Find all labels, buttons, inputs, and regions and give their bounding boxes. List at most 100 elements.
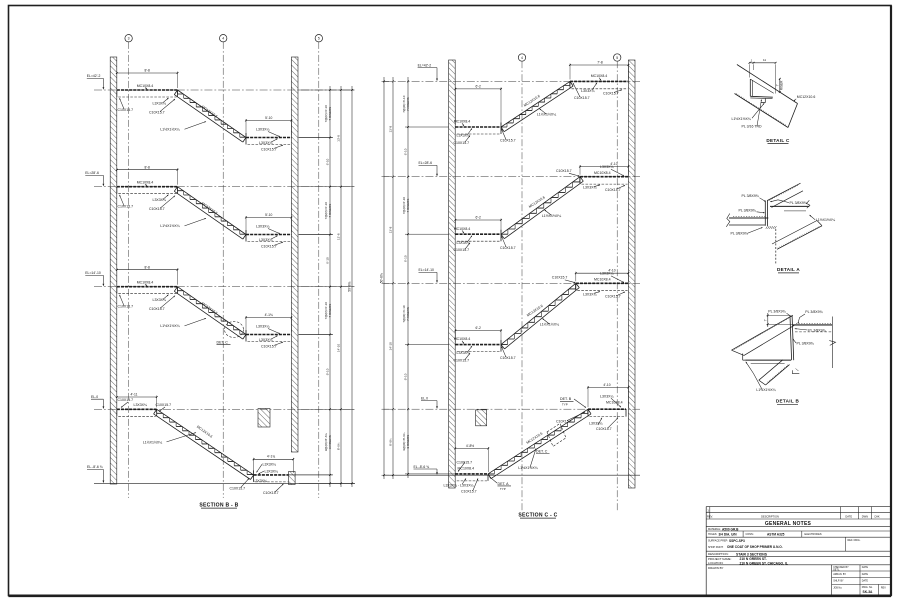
- steel-label: L1½X1½X¼: [160, 224, 179, 228]
- riser-dim-label: 7@(R)=6'-10: [402, 95, 406, 113]
- steel-label: MC10X8.4: [454, 337, 471, 341]
- dim-label: 7'-8: [597, 60, 603, 64]
- steel-label: C10X15.7: [149, 207, 165, 211]
- tb-label: DETL.: [833, 569, 840, 572]
- dim-label: 13'-8: [336, 135, 340, 142]
- detail-title: DETAIL C: [766, 138, 790, 143]
- dim-label: 5'-10: [265, 213, 272, 217]
- grid-bubble-label: 4: [521, 56, 523, 60]
- steel-label: L3X3X¼: [457, 134, 471, 138]
- tb-header: CHK: [874, 514, 880, 518]
- dim-label: 8'-6¾: [336, 442, 340, 450]
- steel-label: C10X15.7: [556, 169, 572, 173]
- dim-label: RISER: [779, 80, 783, 90]
- dim-label: 6'-10: [325, 158, 329, 165]
- dim-label: 9'-10: [325, 368, 329, 375]
- steel-label: PL 3/16 TRD: [742, 125, 763, 129]
- tb-label: DATE: [862, 573, 869, 576]
- elevation-label: EL.-8'-6 ¾: [414, 465, 430, 469]
- steel-label: C10X15.7: [454, 141, 470, 145]
- steel-label: L3X3X¼: [259, 141, 273, 145]
- steel-label: MC12X10.6: [797, 95, 816, 99]
- tb-value: 3/4 DIA. U/N: [719, 532, 738, 536]
- steel-label: L3X3X¼: [581, 89, 595, 93]
- tb-label: HOLES:: [708, 533, 717, 536]
- grid-bubble-label: 5: [318, 37, 320, 41]
- tb-label: DRAWN BY: [708, 566, 724, 570]
- dim-label: 6'-2: [475, 326, 481, 330]
- grid-bubble-label: 3: [128, 37, 130, 41]
- tb-rev-entry: 1: [707, 508, 709, 512]
- steel-label: MC10X8.4: [137, 281, 154, 285]
- dim-label: 13'-8: [388, 125, 392, 132]
- dim-label: 14'-10: [388, 342, 392, 351]
- tb-value: STAIR 3 SECTIONS: [736, 552, 768, 556]
- steel-label: PL 3/8X9¾: [808, 328, 825, 332]
- steel-label: C10X15.7: [552, 276, 568, 280]
- tb-title: GENERAL NOTES: [765, 521, 812, 527]
- title-block: 1 REV. DESCRIPTION DATE DWN CHK GENERAL …: [705, 506, 891, 596]
- steel-label: L3X3X¼: [457, 351, 471, 355]
- steel-label: C10X15.7: [596, 427, 612, 431]
- tb-label: SHLP. BY: [833, 579, 844, 582]
- tb-header: DWN: [862, 514, 868, 518]
- tb-value: 210 N GREEN ST. CHICAGO, IL: [740, 561, 788, 565]
- elevation-label: EL=28'-6: [85, 171, 99, 175]
- dim-label: 8'-6¾: [388, 438, 392, 446]
- steel-label: L1½X1½X¼: [816, 218, 835, 222]
- steel-label: PL 3/8X9¾: [790, 201, 807, 205]
- riser-dim-label: 9@(R)=8'-6¾: [402, 432, 406, 451]
- detail-c: 1 11 7 RISER MC12X10.6 L1½X1½X¼ PL 3/16 …: [732, 58, 816, 144]
- dim-label: 7: [764, 319, 768, 321]
- steel-label: MC12X10.6: [526, 431, 544, 444]
- dim-label: 4'-10: [603, 383, 610, 387]
- tb-label: REV: [881, 586, 886, 589]
- dim-label: 7: [776, 84, 780, 86]
- steel-label: C10X15.7: [454, 248, 470, 252]
- steel-label: L3X3X¼: [600, 394, 614, 398]
- steel-label: MC10X8.4: [591, 74, 608, 78]
- riser-dim-label: 9@(R)=8'-6¾: [324, 433, 328, 452]
- detail-b: 7 PL 3/8X9¾ PL 3/8X9¾ PL 3/8X9¾ PL 3/8X9…: [731, 310, 837, 405]
- dim-label: 6'-2: [475, 85, 481, 89]
- dim-label: 14'-10: [336, 344, 340, 353]
- tb-value: A500 GR.B: [722, 527, 739, 531]
- steel-label: MC10X8.4: [606, 401, 623, 405]
- tb-label: MATERIAL:: [708, 528, 721, 531]
- tb-header: DESCRIPTION: [761, 514, 779, 518]
- riser-dim-label: 7@(R)=6'-10: [402, 197, 406, 215]
- tb-value: ONE COAT OF SHOP PRIMER U.N.O.: [727, 545, 783, 549]
- tb-label: SHOP PAINT:: [708, 546, 724, 549]
- dim-label: 4'-8½: [466, 444, 474, 448]
- tb-label: JOB No.: [833, 587, 842, 590]
- grid-bubble-label: 4: [222, 37, 224, 41]
- steel-label: L1½X1½X¼: [540, 323, 559, 327]
- tb-label: ELECTRODES:: [805, 533, 823, 536]
- steel-label: C10X15.7: [261, 147, 277, 151]
- dim-label: 4'-11: [131, 392, 138, 396]
- dim-label: 4'-1¾: [265, 313, 273, 317]
- steel-label: MC10X8.4: [594, 171, 611, 175]
- riser-dim-label: 7@(R)=6'-10: [402, 305, 406, 323]
- steel-label: L1½X1½X¼: [143, 440, 162, 444]
- section-c-c: 4 5 6'-2 6'-2 6'-2 7'-8 4'-10 4'-10 4'-1…: [379, 53, 640, 519]
- tb-label: DESCRIPTION:: [708, 552, 729, 556]
- tb-label: PROJECT NAME:: [708, 557, 732, 561]
- steel-label: MC10X8.4: [454, 120, 471, 124]
- dim-label: 5'-10: [265, 116, 272, 120]
- tb-label: DWG. No.: [862, 586, 873, 589]
- steel-label: PL 3/8X9¾: [797, 341, 814, 345]
- steel-label: MC10X8.4: [454, 227, 471, 231]
- section-b-b: 3 4 5 8'-8 5'-10 8'-8 5'-10 8'-8 4'-1¾ 4…: [85, 34, 355, 509]
- dim-label: 6'-10: [403, 255, 407, 262]
- steel-label: L3X3X¼ - L3X3X¼: [444, 483, 474, 487]
- steel-label: C10X15.7: [263, 491, 279, 495]
- tb-label: CHECKED BY: [833, 566, 849, 569]
- steel-label: L3X3X¼: [254, 479, 268, 483]
- detail-title: DETAIL A: [777, 267, 800, 272]
- steel-label: MC10X8.4: [137, 181, 154, 185]
- steel-label: PL 3/8X9¾: [739, 208, 756, 212]
- steel-label: C10X15.7: [118, 305, 134, 309]
- steel-label: L3X3X¼: [265, 469, 279, 473]
